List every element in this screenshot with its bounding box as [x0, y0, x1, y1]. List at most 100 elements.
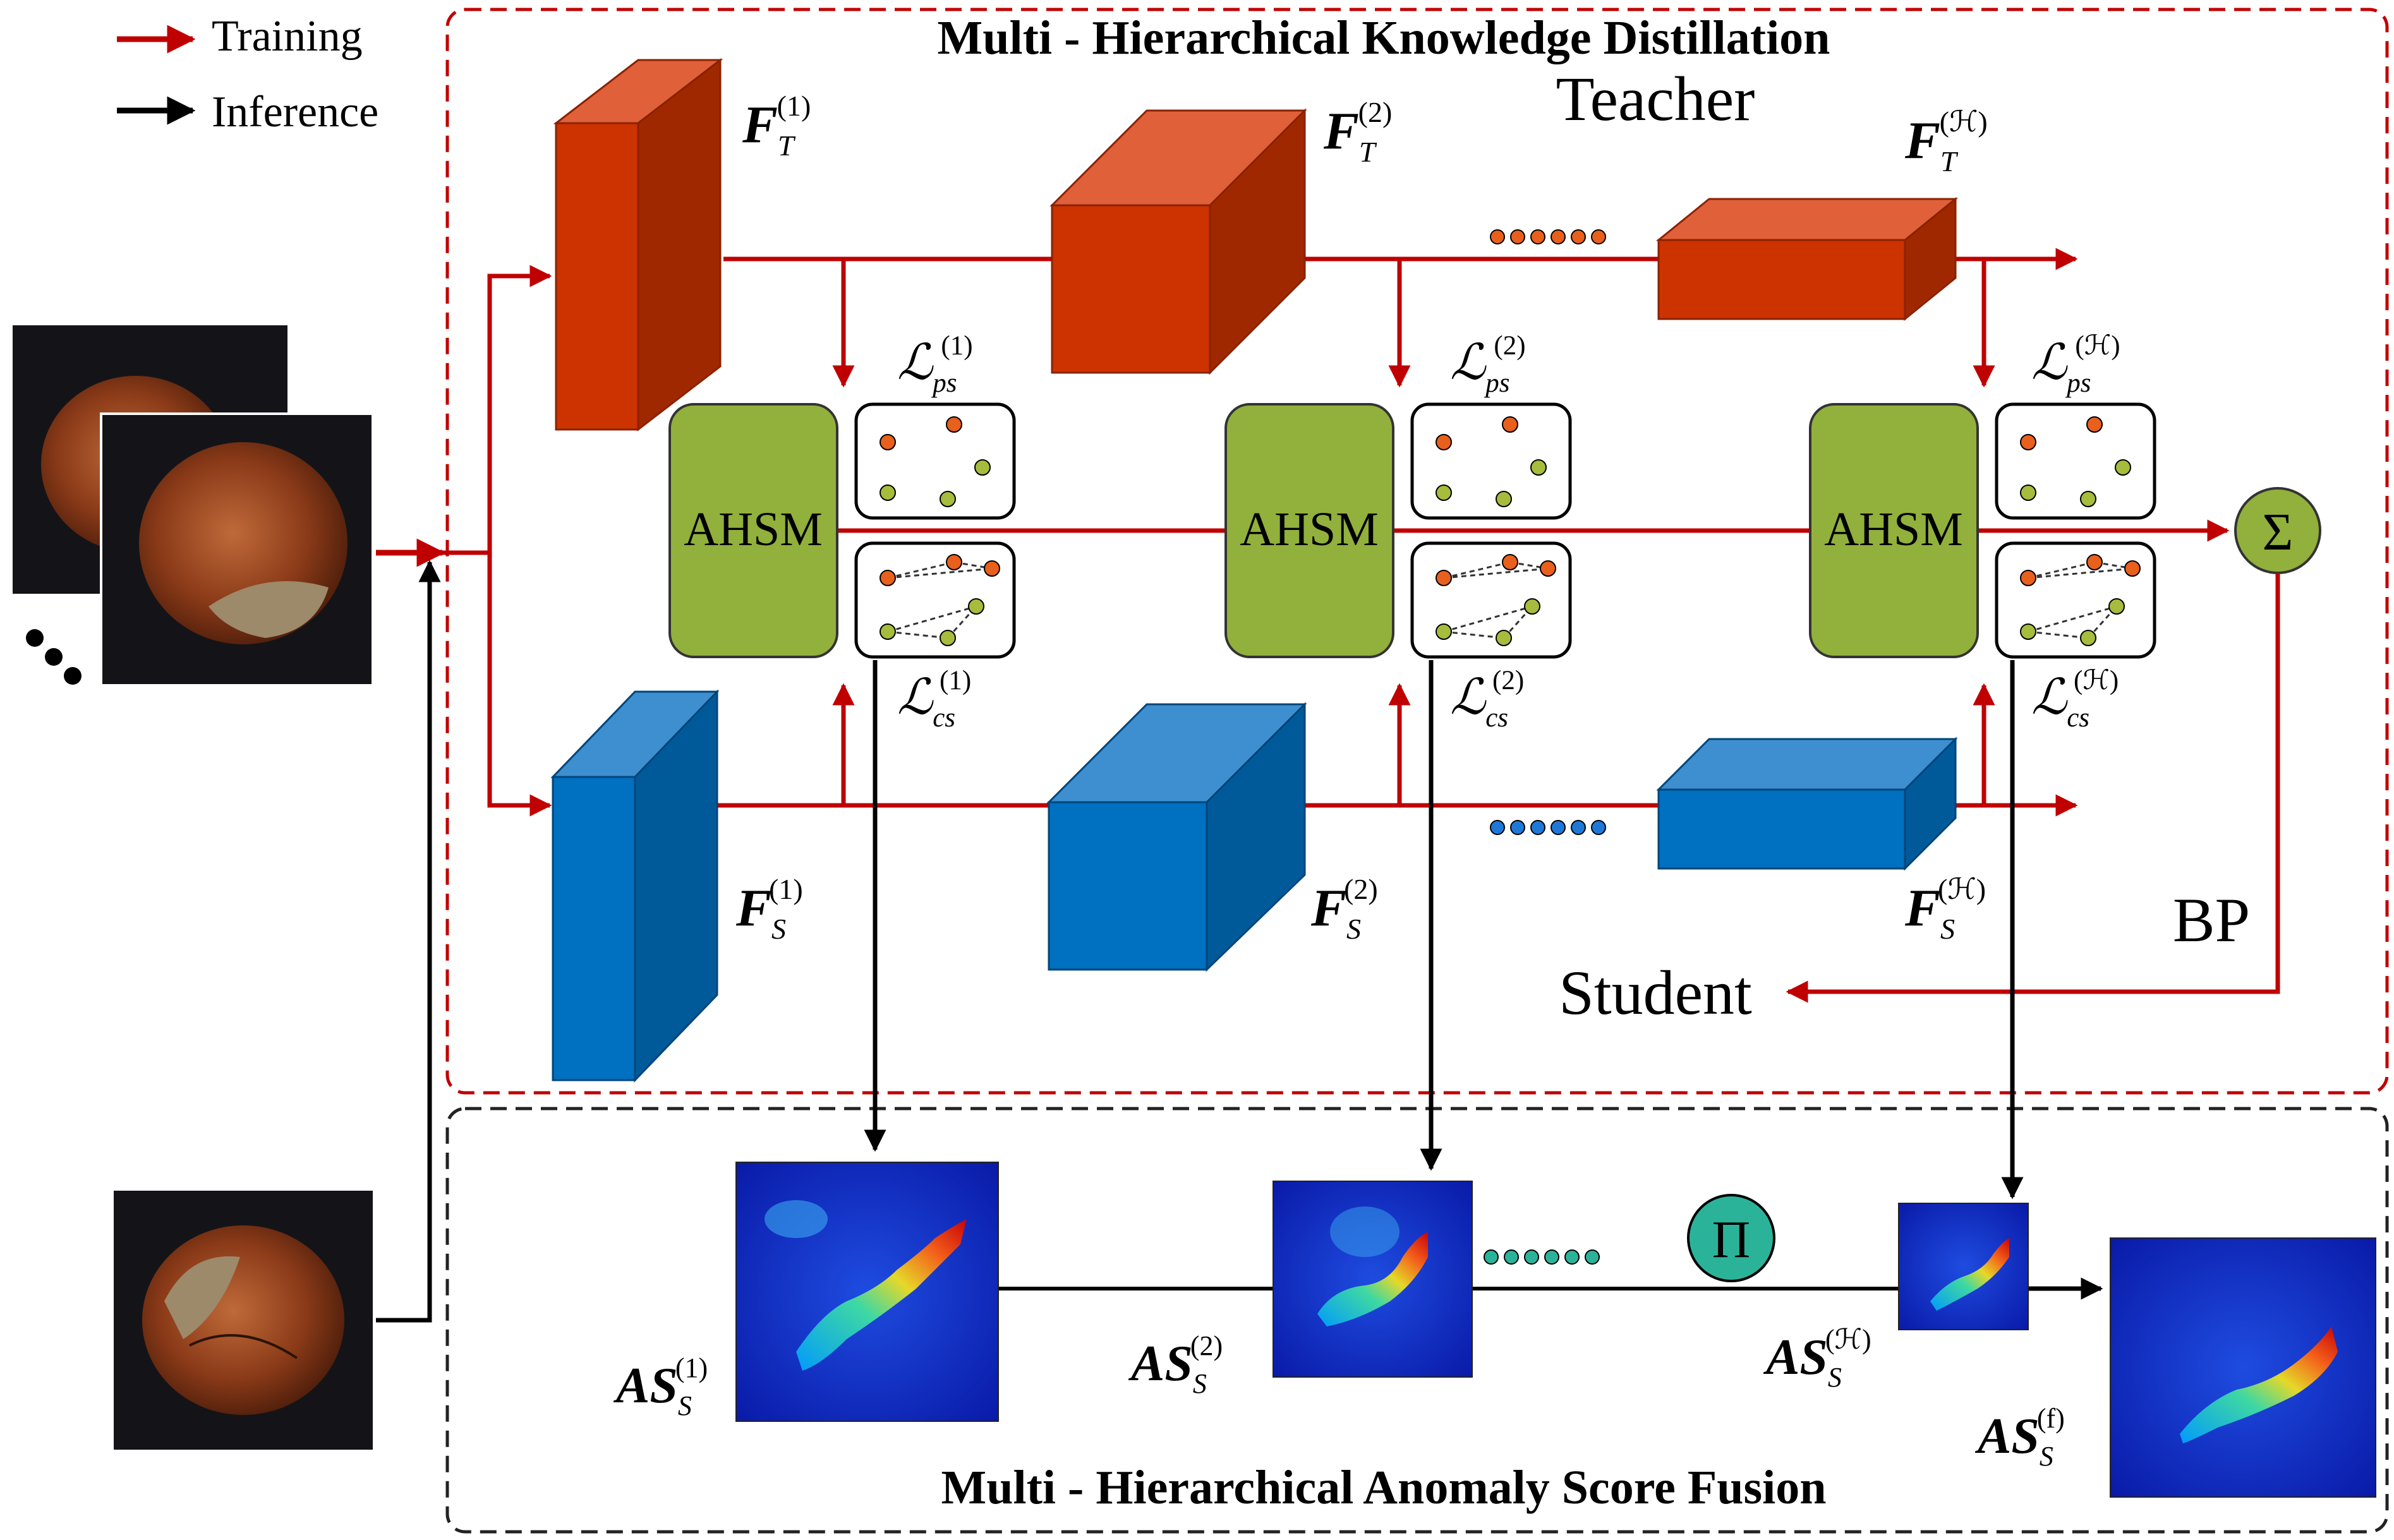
fusion-panel	[445, 1107, 2389, 1534]
math-labels: FT(1)FT(2)FT(ℋ)FS(1)FS(2)FS(ℋ)ℒps(1)ℒps(…	[613, 90, 2120, 1472]
ellipsis-dot	[1585, 1249, 1600, 1265]
student-ellipsis	[1490, 820, 1606, 835]
student-feature-label-h: FS(ℋ)	[1904, 873, 1986, 945]
correlation-loss-box-2	[1410, 541, 1572, 659]
feature-point	[968, 598, 984, 615]
anomaly-score-label-1: ASS(1)	[613, 1352, 708, 1421]
student-feature-label-1-base: F	[735, 879, 771, 937]
ellipsis-dot	[1571, 820, 1586, 835]
point-loss-label-2: ℒps(2)	[1450, 331, 1526, 398]
student-feature-label-2: FS(2)	[1310, 873, 1378, 945]
correlation-loss-label-h: ℒcs(ℋ)	[2031, 666, 2119, 733]
feature-point	[880, 623, 896, 640]
anomaly-score-label-h-superscript: (ℋ)	[1825, 1324, 1871, 1355]
anomaly-region	[1317, 1232, 1428, 1326]
ellipsis-dot	[1490, 229, 1505, 244]
ellipsis-dot	[1591, 229, 1606, 244]
teacher-feature-label-h-subscript: T	[1940, 145, 1959, 177]
teacher-feature-label-2-base: F	[1323, 102, 1359, 160]
teacher-feature-label-1-superscript: (1)	[777, 90, 811, 122]
feature-point	[880, 434, 896, 450]
point-loss-label-1: ℒps(1)	[897, 331, 973, 398]
anomaly-noise	[765, 1200, 828, 1238]
student-feature-label-2-subscript: S	[1346, 913, 1361, 945]
more-images-dot	[45, 648, 63, 666]
ellipsis-dot	[1564, 1249, 1580, 1265]
anomaly-map-h	[1898, 1203, 2029, 1330]
feature-point	[940, 630, 956, 646]
product-symbol: Π	[1712, 1210, 1751, 1269]
feature-point	[2020, 484, 2036, 501]
student-block-h	[1657, 788, 1906, 870]
legend: Training Inference	[117, 12, 378, 136]
student-block-1	[552, 776, 636, 1081]
teacher-feature-label-2-superscript: (2)	[1358, 96, 1393, 128]
student-label: Student	[1559, 958, 1752, 1028]
feature-point	[880, 484, 896, 501]
feature-point	[940, 491, 956, 507]
ellipsis-dot	[1551, 229, 1566, 244]
hazelnut-crack	[189, 1334, 298, 1359]
correlation-loss-label-1-base: ℒ	[897, 670, 934, 725]
point-loss-box-h	[1995, 402, 2156, 520]
anomaly-score-label-2: ASS(2)	[1128, 1330, 1223, 1399]
backprop-arrow	[1786, 573, 2280, 1003]
correlation-loss-label-h-superscript: (ℋ)	[2074, 666, 2119, 695]
ellipsis-dot	[1484, 1249, 1499, 1265]
anomaly-score-label-1-superscript: (1)	[675, 1352, 708, 1383]
correlation-loss-label-1-superscript: (1)	[940, 666, 971, 695]
student-feature-label-2-base: F	[1310, 879, 1346, 937]
feature-point	[1496, 491, 1512, 507]
feature-point	[1436, 484, 1452, 501]
point-loss-box-2	[1410, 402, 1572, 520]
inference-down-arrows	[864, 660, 2024, 1200]
ellipsis-dot	[1544, 1249, 1559, 1265]
student-feature-label-h-superscript: (ℋ)	[1938, 873, 1986, 905]
ahsm-module-2-label: AHSM	[1240, 503, 1379, 556]
anomaly-score-label-2-base: AS	[1128, 1336, 1193, 1392]
feature-point	[2124, 560, 2141, 577]
input-arrows	[376, 265, 552, 1323]
teacher-label: Teacher	[1556, 64, 1755, 134]
correlation-loss-box-h	[1995, 541, 2156, 659]
ellipsis-dot	[1530, 820, 1545, 835]
feature-point	[2080, 491, 2096, 507]
feature-point	[1496, 630, 1512, 646]
correlation-loss-label-1: ℒcs(1)	[897, 666, 971, 733]
teacher-ellipsis	[1490, 229, 1606, 244]
anomaly-score-label-fused: ASS(f)	[1974, 1403, 2065, 1472]
hazelnut-test	[142, 1225, 344, 1415]
correlation-loss-box-1	[854, 541, 1016, 659]
loss-boxes	[854, 402, 2156, 659]
legend-training-label: Training	[212, 12, 363, 61]
teacher-feature-label-1: FT(1)	[742, 90, 811, 162]
feature-point	[1436, 570, 1452, 586]
ellipsis-dot	[1490, 820, 1505, 835]
feature-point	[984, 560, 1000, 577]
teacher-feature-label-2-subscript: T	[1359, 136, 1377, 168]
feature-point	[2020, 623, 2036, 640]
feature-point	[2020, 434, 2036, 450]
teacher-feature-label-1-base: F	[742, 95, 778, 154]
teacher-block-1-side	[637, 57, 722, 432]
feature-point	[1540, 560, 1556, 577]
anomaly-map-h-bg	[1898, 1203, 2029, 1330]
teacher-feature-label-2: FT (2)	[1323, 96, 1392, 168]
ellipsis-dot	[1571, 229, 1586, 244]
hazelnut-cap	[209, 581, 329, 638]
ellipsis-dot	[1504, 1249, 1519, 1265]
ahsm-modules: AHSM AHSM AHSM	[668, 403, 1979, 658]
point-loss-label-2-base: ℒ	[1450, 335, 1487, 390]
anomaly-score-label-h: ASS(ℋ)	[1763, 1324, 1871, 1393]
anomaly-noise	[1330, 1206, 1400, 1257]
feature-point	[2086, 416, 2103, 433]
point-loss-label-1-subscript: ps	[931, 368, 957, 398]
ellipsis-dot	[1591, 820, 1606, 835]
teacher-block-2	[1051, 204, 1211, 374]
teacher-block-h	[1657, 239, 1906, 320]
anomaly-score-label-h-base: AS	[1763, 1330, 1828, 1385]
feature-point	[2108, 598, 2125, 615]
teacher-feature-label-h-base: F	[1904, 111, 1940, 170]
feature-point	[880, 570, 896, 586]
